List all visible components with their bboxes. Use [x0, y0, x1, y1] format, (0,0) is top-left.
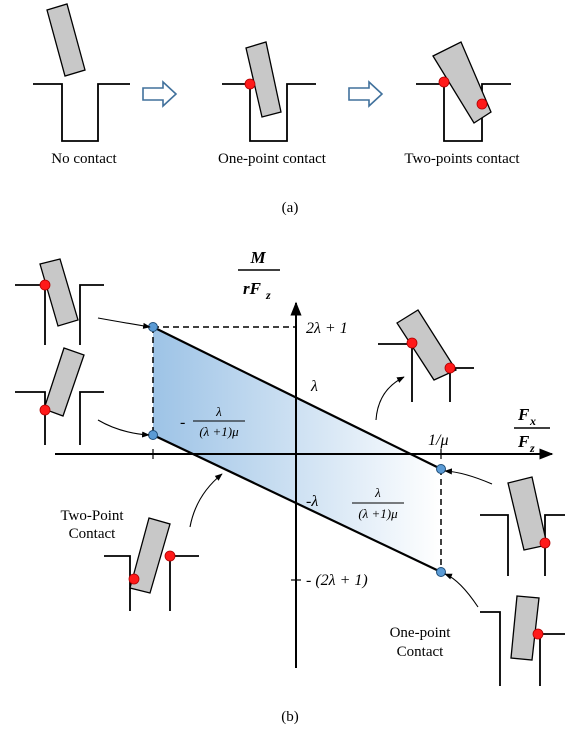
- panel-b-label: (b): [281, 709, 299, 725]
- callout-two-point-line1: Two-Point: [60, 508, 124, 524]
- x-axis-label-den-subscript: z: [529, 441, 535, 455]
- peg-icon-top-right: [378, 309, 474, 402]
- vertex-top-right: [436, 464, 446, 474]
- x-axis-label-num-subscript: x: [529, 414, 536, 428]
- tick-label-2lambda-plus-1: 2λ + 1: [306, 320, 348, 337]
- panel-a-label: (a): [282, 200, 299, 216]
- hollow-arrow-icon: [142, 80, 178, 108]
- callout-one-point-line1: One-point: [390, 625, 452, 641]
- scenario-no-contact: [33, 3, 130, 142]
- hole: [33, 83, 130, 142]
- region-edge-bottom: [152, 434, 442, 573]
- frac-right-denominator: (λ +1)μ: [358, 506, 398, 521]
- peg: [46, 3, 86, 77]
- panel-a: No contact One-point contact Two-points …: [33, 3, 520, 216]
- peg: [432, 41, 492, 124]
- caption-no-contact: No contact: [51, 151, 117, 167]
- pointer-arrow: [97, 317, 151, 329]
- vertex-bottom-left: [148, 430, 158, 440]
- frac-right-numerator: λ: [374, 485, 381, 500]
- caption-two-points: Two-points contact: [404, 151, 520, 167]
- pointer-arrow: [189, 473, 223, 528]
- vertex-bottom-right: [436, 567, 446, 577]
- peg-icon-bottom-right: [480, 595, 565, 686]
- peg: [245, 41, 282, 118]
- x-axis-label-numerator: F: [517, 405, 530, 424]
- pointer-arrow: [97, 419, 150, 438]
- peg-icon-two-point-callout: [104, 517, 199, 611]
- panel-b: M rF z F x F z 2λ + 1 λ -λ - (2λ + 1) 1/…: [15, 248, 565, 725]
- callout-two-point-line2: Contact: [69, 526, 116, 542]
- scenario-one-point-contact: [222, 41, 316, 142]
- frac-left-sign: -: [180, 414, 185, 431]
- tick-label-lambda: λ: [310, 378, 318, 395]
- pointer-arrow: [444, 468, 493, 485]
- frac-left-numerator: λ: [215, 404, 222, 419]
- y-axis-label-numerator: M: [249, 248, 266, 267]
- contact-point: [438, 76, 450, 88]
- tick-label-neg-2lambda-plus-1: - (2λ + 1): [306, 572, 368, 589]
- contact-point: [476, 98, 488, 110]
- tick-label-inv-mu: 1/μ: [428, 432, 448, 449]
- region-edge-top: [152, 326, 442, 470]
- pointer-arrow: [375, 376, 405, 421]
- y-axis-label-subscript: z: [265, 288, 271, 302]
- contact-point: [244, 78, 256, 90]
- callout-one-point-line2: Contact: [397, 644, 444, 660]
- frac-left-denominator: (λ +1)μ: [199, 424, 239, 439]
- peg-icon-right-middle: [480, 476, 565, 576]
- peg-icon-top-left: [15, 258, 104, 345]
- tick-label-neg-lambda: -λ: [306, 493, 318, 510]
- y-axis-label-denominator: rF: [243, 279, 262, 298]
- peg-icon-left-middle: [15, 347, 104, 445]
- pointer-arrow: [444, 573, 479, 608]
- scenario-two-point-contact: [416, 41, 511, 142]
- x-axis-label-denominator: F: [517, 432, 530, 451]
- hollow-arrow-icon: [348, 80, 384, 108]
- caption-one-point: One-point contact: [218, 151, 327, 167]
